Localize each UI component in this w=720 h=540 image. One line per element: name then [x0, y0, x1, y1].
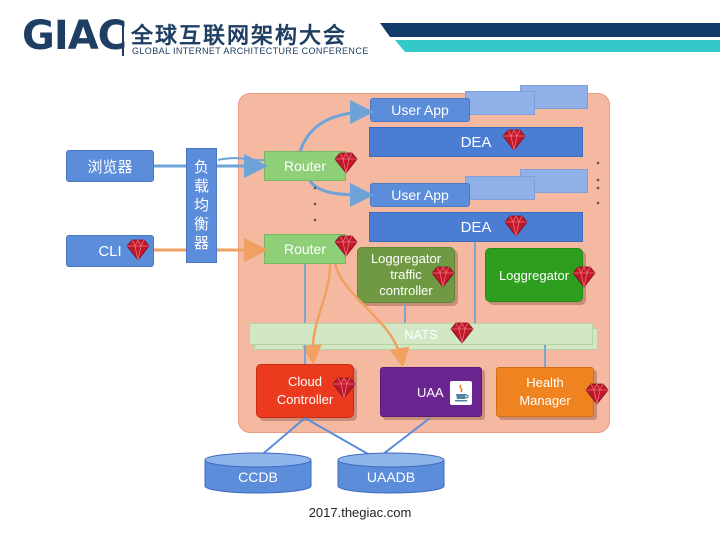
router-bottom-label: Router [283, 241, 327, 257]
router-top-label: Router [283, 158, 327, 174]
cli-label: CLI [98, 242, 122, 260]
java-icon [450, 381, 472, 405]
ccdb-label: CCDB [238, 469, 278, 485]
giac-logo: GIAC [22, 13, 127, 59]
user-app-bottom-label: User App [391, 187, 449, 203]
dea-top-label: DEA [460, 133, 492, 151]
ruby-gem-icon [504, 215, 528, 237]
loggregator-label: Loggregator [498, 267, 570, 283]
edge-router-uaa [333, 263, 410, 368]
ruby-gem-icon [502, 129, 526, 151]
edge-router-cc [301, 263, 332, 365]
edge-router-userapp-bottom [308, 180, 374, 207]
header-stripe-teal [395, 40, 720, 52]
java-cup-icon [455, 384, 469, 402]
edge-router-userapp-top [298, 100, 374, 153]
edge-lb-router-top-alt [217, 157, 265, 162]
load-balancer-char: 器 [193, 234, 209, 252]
footer-url: 2017.thegiac.com [308, 505, 412, 520]
edge-cc-uaadb [304, 417, 376, 459]
router-top: Router [264, 151, 346, 181]
ruby-gem-icon [334, 235, 358, 257]
ruby-gem-icon [332, 377, 356, 399]
edge-cc-ccdb [257, 417, 306, 459]
user-app-bottom: User App [370, 183, 470, 207]
load-balancer-char: 均 [193, 196, 209, 214]
nats-bus: NATS [249, 323, 593, 345]
conference-title-en: GLOBAL INTERNET ARCHITECTURE CONFERENCE [132, 46, 369, 56]
uaadb-label: UAADB [366, 469, 416, 485]
ruby-gem-icon [126, 239, 150, 261]
loggregator: Loggregator [485, 248, 583, 302]
conference-title-cn: 全球互联网架构大会 [131, 24, 348, 49]
header-stripe-navy [380, 23, 720, 37]
ccdb-cylinder [204, 452, 312, 494]
uaa-label: UAA [417, 384, 444, 400]
ruby-gem-icon [334, 152, 358, 174]
health-manager-label-line: Health [526, 375, 564, 391]
user-app-top: User App [370, 98, 470, 122]
browser-node: 浏览器 [66, 150, 154, 182]
dea-ellipsis-top [596, 161, 600, 182]
edge-uaa-uaadb [377, 417, 431, 459]
user-app-top-label: User App [391, 102, 449, 118]
ltc-label-line: controller [379, 283, 433, 299]
dea-bottom: DEA [369, 212, 583, 242]
ruby-gem-icon [572, 266, 596, 288]
load-balancer-char: 衡 [193, 215, 209, 233]
cloud-controller: Cloud Controller [256, 364, 354, 418]
logo-divider [122, 22, 124, 56]
ruby-gem-icon [585, 383, 609, 405]
ltc-label-line: Loggregator [370, 250, 442, 266]
ruby-gem-icon [431, 266, 455, 288]
router-ellipsis [313, 186, 317, 222]
load-balancer-char: 载 [193, 177, 209, 195]
load-balancer-node: 负 载 均 衡 器 [186, 148, 217, 263]
cloud-controller-label-line: Cloud [288, 374, 322, 390]
cloud-controller-label-line: Controller [276, 392, 334, 407]
user-app-stack-mid [465, 91, 535, 115]
dea-ellipsis-bottom [596, 186, 600, 205]
ltc-label-line: traffic [390, 266, 422, 282]
health-manager-label-line: Manager [519, 393, 571, 408]
uaadb-cylinder [337, 452, 445, 494]
dea-bottom-label: DEA [460, 218, 492, 236]
ruby-gem-icon [450, 322, 474, 344]
dea-top: DEA [369, 127, 583, 157]
router-bottom: Router [264, 234, 346, 264]
nats-label: NATS [404, 326, 438, 342]
load-balancer-char: 负 [193, 158, 209, 176]
browser-label: 浏览器 [87, 157, 133, 176]
